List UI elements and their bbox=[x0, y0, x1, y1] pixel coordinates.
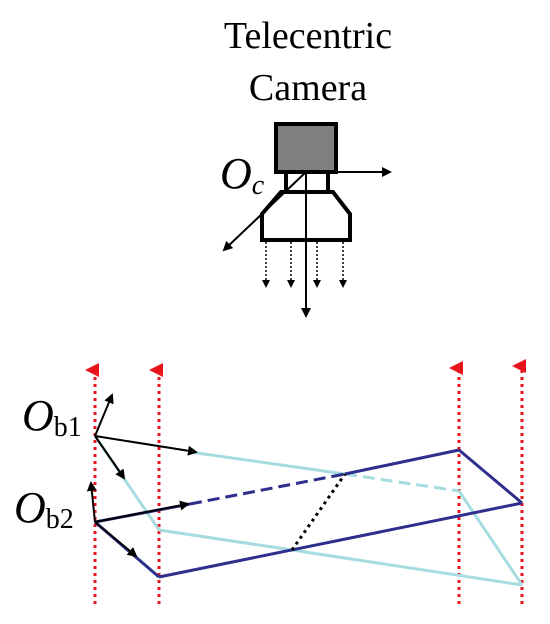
board-1-axis-y bbox=[94, 435, 126, 480]
board-1-edge-top bbox=[189, 450, 346, 476]
camera-frame-label-main: O bbox=[220, 149, 252, 198]
telecentric-parallel-rays bbox=[262, 242, 347, 288]
board-2-edge-top-hidden bbox=[189, 472, 346, 506]
board-frame-2-label: Ob2 bbox=[14, 483, 74, 535]
board-2-axis-x bbox=[94, 500, 190, 523]
board-1-edge-bottom-left bbox=[158, 528, 293, 552]
board-1-edge-top-hidden bbox=[344, 472, 460, 493]
board-frame-2-axes bbox=[86, 481, 190, 558]
board-2-edge-bottom bbox=[158, 501, 523, 579]
calibration-board-pose-1 bbox=[93, 435, 524, 587]
board-1-edge-right bbox=[457, 490, 524, 586]
board-1-edge-bottom bbox=[291, 548, 523, 587]
board-1-axis-z bbox=[94, 393, 114, 437]
board-2-edge-right bbox=[458, 448, 523, 505]
title-line-1: Telecentric bbox=[224, 15, 392, 57]
board-frame-1-label-main: O bbox=[22, 391, 54, 440]
board-frame-2-label-main: O bbox=[14, 483, 46, 532]
camera-frame-label: Oc bbox=[220, 149, 265, 201]
board-frame-1-axes bbox=[94, 393, 198, 480]
camera-body bbox=[274, 122, 338, 174]
camera-frame-label-sub: c bbox=[252, 170, 265, 201]
board-1-axis-x bbox=[94, 435, 198, 456]
board-2-axis-y bbox=[94, 521, 138, 558]
board-2-axis-z bbox=[86, 481, 97, 523]
camera-axis-y bbox=[222, 171, 307, 252]
projection-rays bbox=[85, 359, 526, 604]
board-2-edge-top-right bbox=[344, 448, 460, 476]
diagram-title: Telecentric Camera bbox=[224, 15, 392, 109]
board-intersection-line bbox=[290, 473, 347, 551]
board-frame-2-label-sub: b2 bbox=[46, 504, 74, 535]
board-frame-1-label: Ob1 bbox=[22, 391, 82, 443]
board-frame-1-label-sub: b1 bbox=[54, 412, 82, 443]
title-line-2: Camera bbox=[249, 67, 367, 109]
telecentric-camera: Oc bbox=[220, 122, 392, 318]
